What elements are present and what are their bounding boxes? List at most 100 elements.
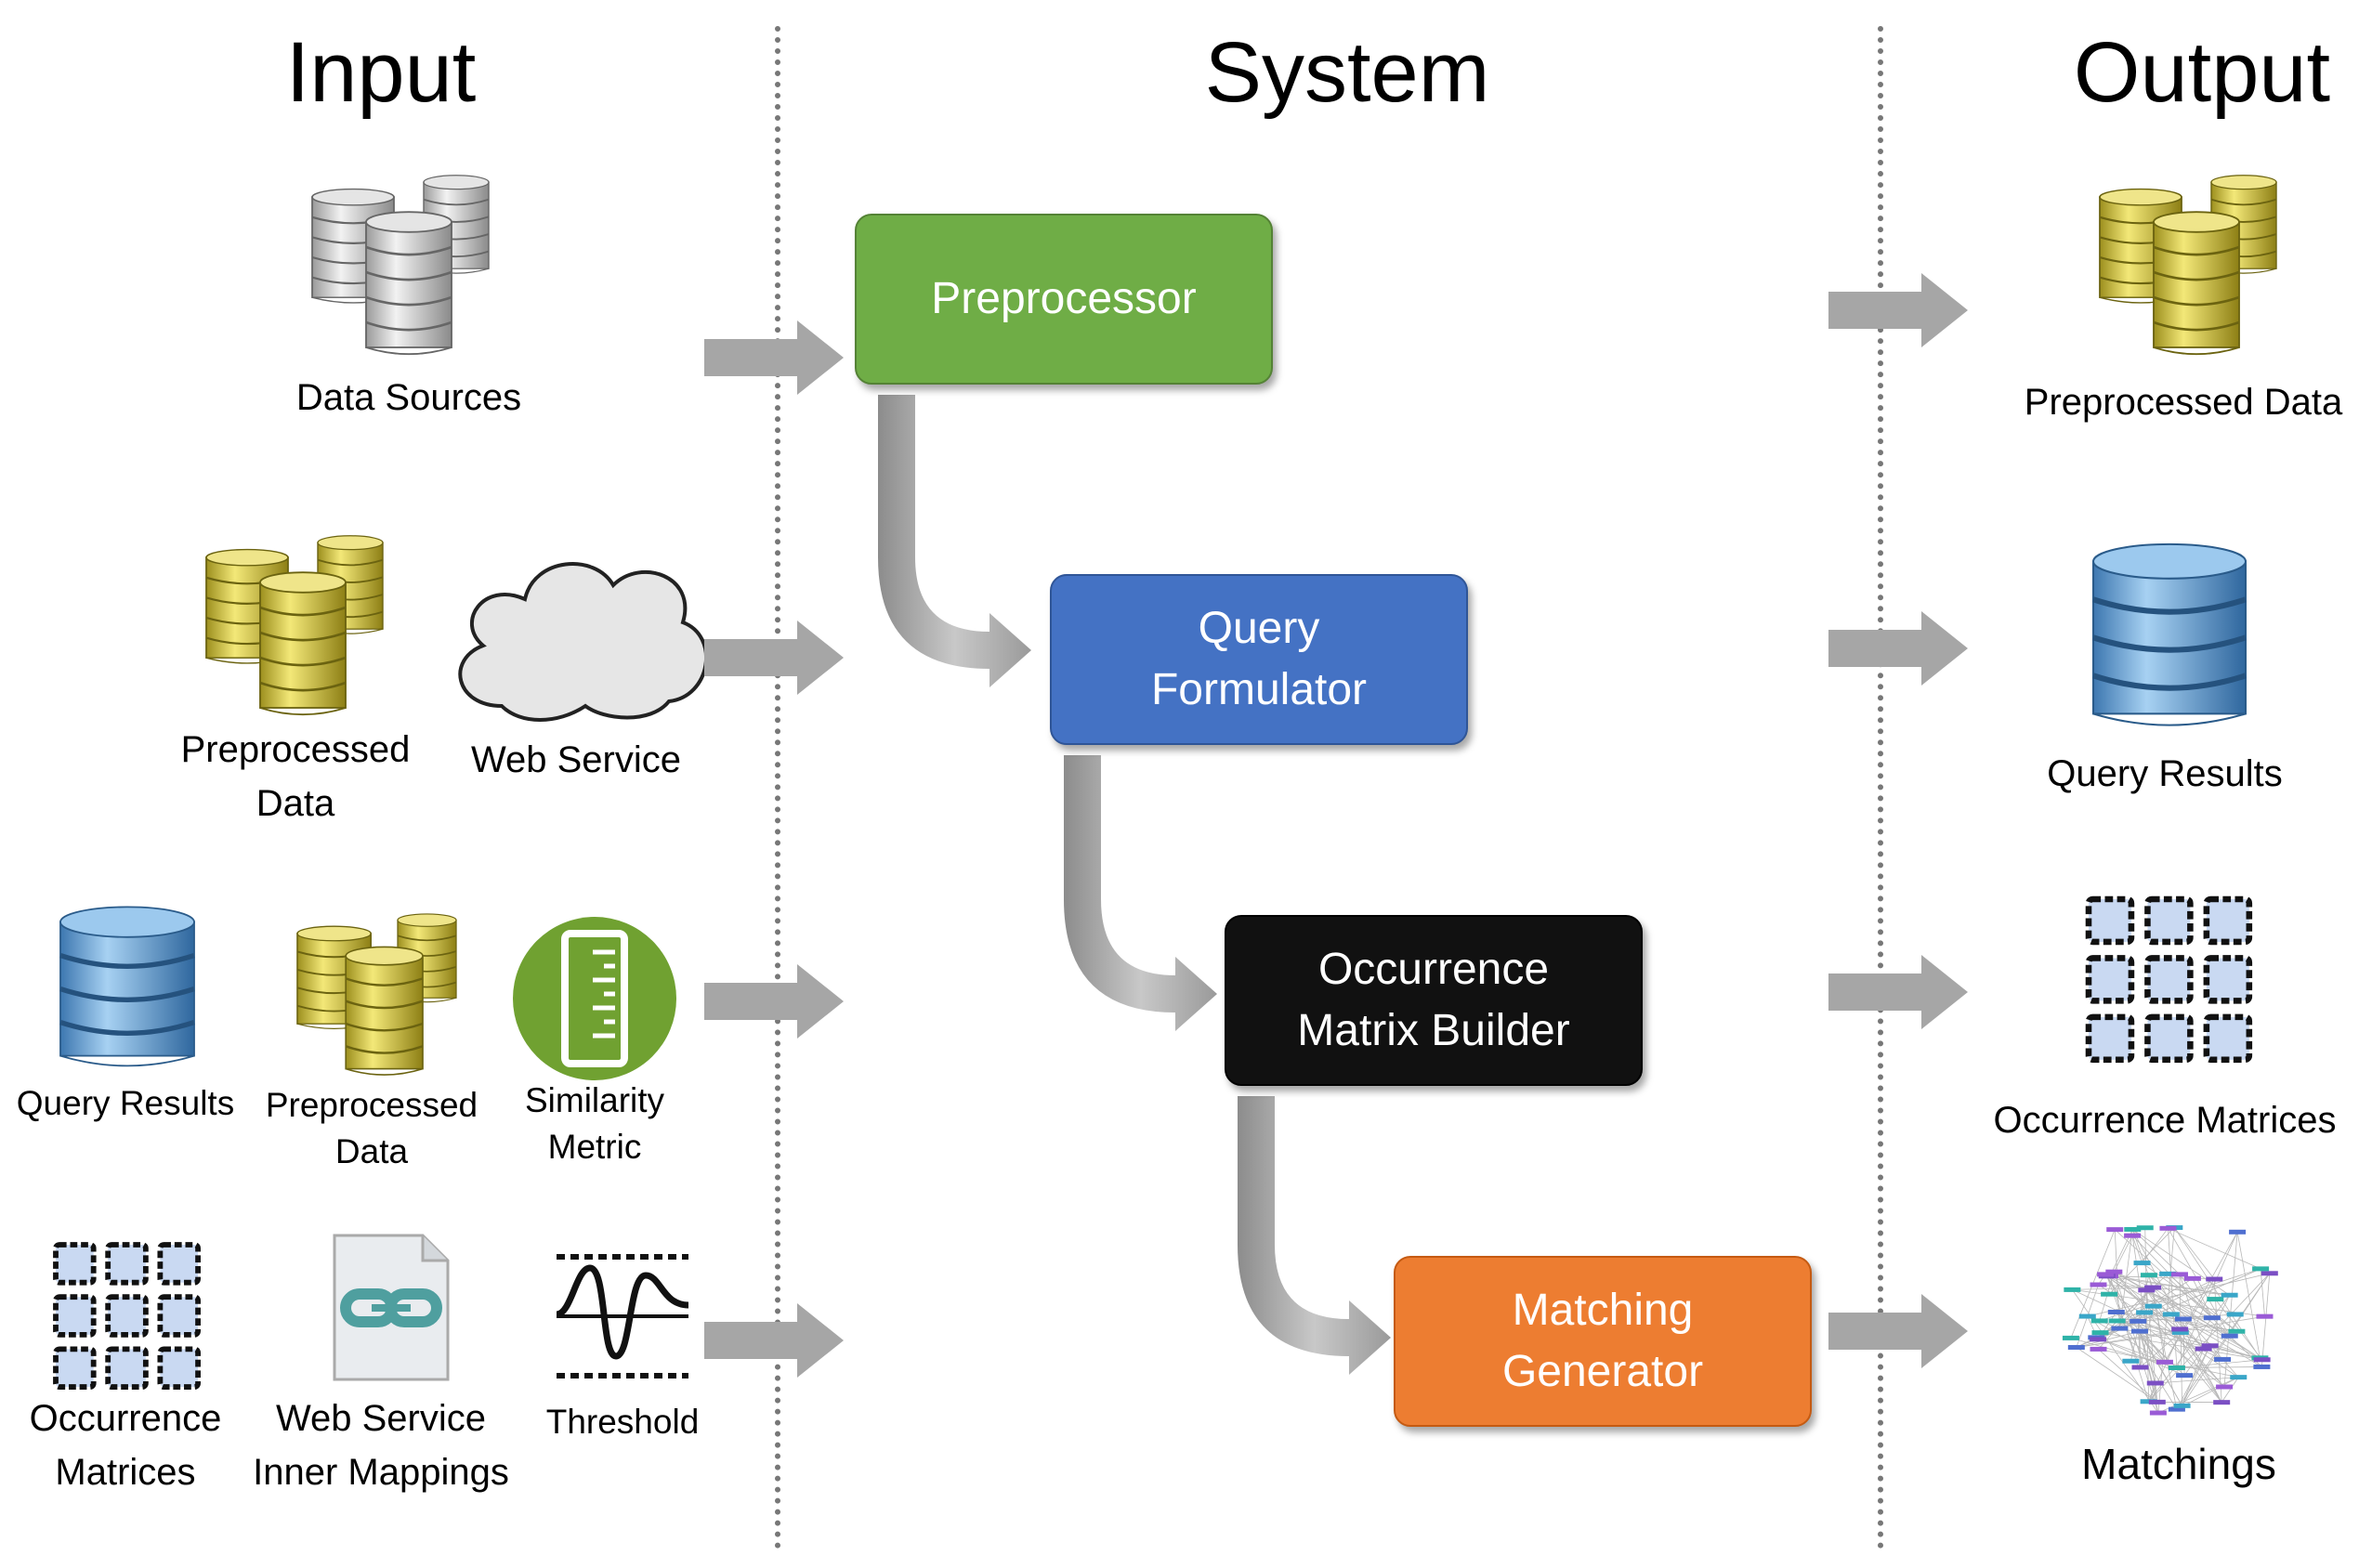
- network-edge: [2142, 1228, 2169, 1263]
- network-edge: [2174, 1227, 2215, 1280]
- input-header: Input: [285, 25, 477, 120]
- network-edge: [2139, 1331, 2141, 1367]
- network-edge: [2116, 1312, 2237, 1332]
- database-icon-blue: [2086, 548, 2253, 738]
- network-edge: [2153, 1287, 2230, 1296]
- network-node: [2122, 1358, 2140, 1364]
- network-node: [2162, 1312, 2180, 1317]
- network-node: [2090, 1337, 2107, 1342]
- network-node: [2140, 1399, 2157, 1405]
- network-edge: [2176, 1345, 2210, 1410]
- network-edge: [2131, 1235, 2143, 1263]
- network-edge: [2114, 1271, 2225, 1388]
- network-edge: [2116, 1313, 2171, 1322]
- system-output-divider: [1878, 26, 1883, 1549]
- network-edge: [2261, 1273, 2271, 1367]
- network-edge: [2168, 1227, 2261, 1270]
- cloud-icon: [458, 562, 708, 722]
- similarity-metric-label: Similarity Metric: [524, 1081, 665, 1166]
- system-header: System: [1204, 25, 1490, 120]
- network-edge: [2138, 1320, 2262, 1361]
- network-node: [2148, 1399, 2166, 1405]
- occurrence-matrix-builder-box: Occurrence Matrix Builder: [1225, 915, 1643, 1086]
- network-node: [2207, 1297, 2224, 1302]
- output-arrow-2: [1828, 611, 1968, 686]
- network-edge: [2076, 1347, 2158, 1403]
- network-node: [2067, 1344, 2085, 1350]
- network-node: [2130, 1318, 2147, 1324]
- output-preprocessed-data-label: Preprocessed Data: [2024, 382, 2343, 423]
- network-node: [2229, 1229, 2247, 1235]
- network-edge: [2167, 1274, 2237, 1332]
- network-node: [2168, 1365, 2185, 1371]
- network-edge: [2176, 1273, 2271, 1410]
- network-node: [2195, 1346, 2212, 1352]
- network-node: [2174, 1316, 2192, 1322]
- network-edge: [2192, 1278, 2213, 1318]
- network-node: [2171, 1326, 2189, 1332]
- network-node: [2064, 1287, 2081, 1292]
- network-node: [2252, 1266, 2270, 1272]
- network-node: [2106, 1227, 2124, 1233]
- network-edge: [2114, 1271, 2222, 1403]
- network-graph-icon: [2062, 1225, 2278, 1416]
- network-edge: [2132, 1229, 2230, 1296]
- network-edge: [2087, 1284, 2099, 1317]
- output-arrow-3: [1828, 955, 1968, 1029]
- network-node: [2124, 1226, 2142, 1232]
- network-edge: [2157, 1377, 2239, 1414]
- network-edge: [2087, 1273, 2270, 1317]
- network-node: [2183, 1275, 2201, 1281]
- network-node: [2201, 1343, 2219, 1349]
- network-edge: [2139, 1330, 2182, 1406]
- network-node: [2097, 1272, 2115, 1277]
- network-edge: [2072, 1289, 2159, 1414]
- network-edge: [2140, 1306, 2155, 1368]
- query-results-label: Query Results: [16, 1084, 235, 1122]
- network-edge: [2130, 1289, 2147, 1362]
- network-edge: [2087, 1315, 2166, 1363]
- network-node: [2146, 1380, 2164, 1386]
- network-edge: [2182, 1348, 2205, 1406]
- output-occurrence-matrices-label: Occurrence Matrices: [1993, 1100, 2337, 1141]
- network-node: [2176, 1373, 2194, 1379]
- network-node: [2261, 1271, 2278, 1276]
- network-node: [2105, 1269, 2123, 1274]
- network-node: [2136, 1225, 2154, 1231]
- network-node: [2253, 1364, 2271, 1369]
- network-edge: [2179, 1274, 2205, 1350]
- network-node: [2213, 1400, 2231, 1405]
- document-link-icon: [333, 1234, 450, 1381]
- network-edge: [2096, 1337, 2166, 1363]
- network-node: [2221, 1333, 2238, 1339]
- network-edge: [2113, 1272, 2159, 1414]
- network-edge: [2148, 1332, 2182, 1402]
- network-edge: [2182, 1318, 2262, 1361]
- network-node: [2253, 1357, 2271, 1363]
- network-node: [2256, 1313, 2274, 1319]
- output-matchings-label: Matchings: [2081, 1440, 2276, 1488]
- network-node: [2149, 1410, 2167, 1416]
- network-edge: [2076, 1315, 2265, 1348]
- network-node: [2078, 1313, 2096, 1319]
- web-service-inner-mappings-label: Web Service Inner Mappings: [253, 1398, 509, 1493]
- network-edge: [2142, 1262, 2237, 1332]
- network-edge: [2179, 1274, 2213, 1318]
- network-edge: [2221, 1377, 2239, 1403]
- network-node: [2091, 1330, 2109, 1336]
- network-node: [2221, 1292, 2238, 1298]
- network-edge: [2145, 1289, 2222, 1403]
- network-node: [2228, 1328, 2246, 1334]
- network-edge: [2152, 1287, 2262, 1361]
- web-service-label: Web Service: [470, 739, 681, 780]
- network-edge: [2236, 1232, 2261, 1358]
- output-arrow-1: [1828, 273, 1968, 347]
- network-node: [2168, 1406, 2185, 1412]
- network-edge: [2260, 1268, 2265, 1317]
- network-edge: [2182, 1345, 2210, 1406]
- network-node: [2203, 1315, 2221, 1321]
- network-node: [2090, 1282, 2107, 1287]
- network-node: [2144, 1303, 2162, 1309]
- database-icon-gold: [2098, 174, 2278, 356]
- threshold-icon: [555, 1254, 689, 1379]
